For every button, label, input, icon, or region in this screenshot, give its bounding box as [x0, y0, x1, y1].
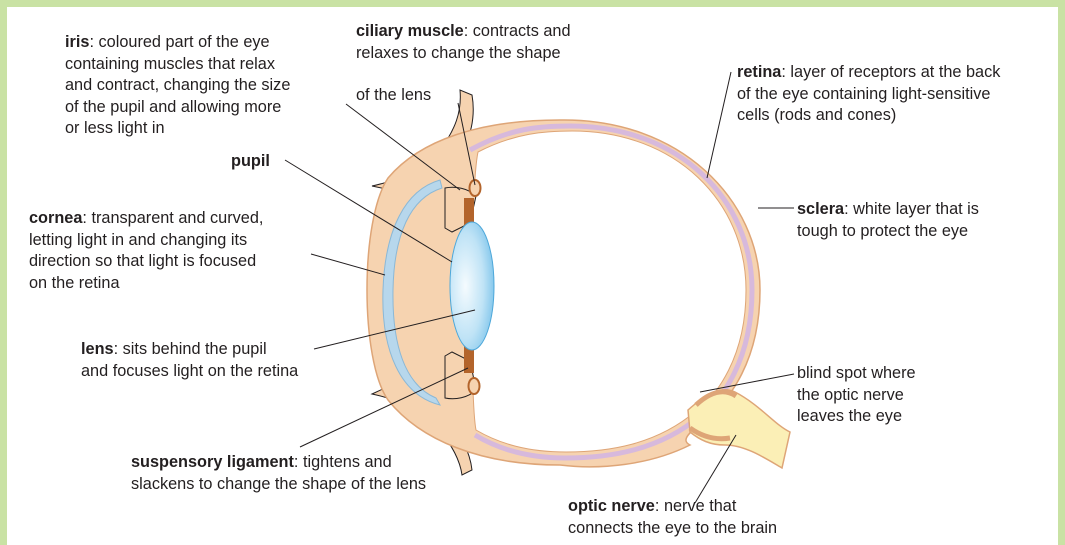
label-sclera-term: sclera — [797, 200, 844, 218]
label-sclera-line-1: white layer that is — [853, 200, 979, 218]
label-iris-term: iris — [65, 33, 89, 51]
label-ciliary-muscle: ciliary muscle: contracts and relaxes to… — [356, 21, 571, 107]
label-retina-line-2: of the eye containing light-sensitive — [737, 84, 1000, 106]
label-cornea-term: cornea — [29, 209, 82, 227]
label-blind-spot: blind spot where the optic nerve leaves … — [797, 363, 916, 428]
label-cornea-line-3: direction so that light is focused — [29, 251, 263, 273]
leader-optic-nerve — [695, 435, 736, 503]
label-iris-line-5: or less light in — [65, 118, 290, 140]
label-lens: lens: sits behind the pupil and focuses … — [81, 339, 298, 382]
label-lens-line-2: and focuses light on the retina — [81, 361, 298, 383]
label-ciliary-term: ciliary muscle — [356, 22, 464, 40]
label-retina-line-1: layer of receptors at the back — [790, 63, 1000, 81]
lens-shape — [450, 222, 494, 350]
label-sclera: sclera: white layer that is tough to pro… — [797, 199, 979, 242]
label-cornea: cornea: transparent and curved, letting … — [29, 208, 263, 294]
label-ciliary-line-2: relaxes to change the shape — [356, 43, 571, 65]
label-ciliary-line-1: contracts and — [473, 22, 571, 40]
label-cornea-line-2: letting light in and changing its — [29, 230, 263, 252]
label-suspensory-line-2: slackens to change the shape of the lens — [131, 474, 426, 496]
label-optic-nerve-line-2: connects the eye to the brain — [568, 518, 777, 540]
label-suspensory-line-1: tightens and — [303, 453, 392, 471]
label-blind-spot-line-2: the optic nerve — [797, 385, 916, 407]
label-iris-line-3: and contract, changing the size — [65, 75, 290, 97]
label-pupil-term: pupil — [231, 152, 270, 170]
label-suspensory-term: suspensory ligament — [131, 453, 294, 471]
label-ciliary-line-3: of the lens — [356, 85, 571, 107]
label-iris-line-1: coloured part of the eye — [99, 33, 270, 51]
label-blind-spot-line-1: blind spot where — [797, 363, 916, 385]
label-iris: iris: coloured part of the eye containin… — [65, 32, 290, 140]
label-lens-term: lens — [81, 340, 114, 358]
label-optic-nerve-line-1: nerve that — [664, 497, 736, 515]
leader-retina — [707, 72, 731, 178]
label-retina: retina: layer of receptors at the back o… — [737, 62, 1000, 127]
label-cornea-line-4: on the retina — [29, 273, 263, 295]
label-retina-line-3: cells (rods and cones) — [737, 105, 1000, 127]
label-sclera-line-2: tough to protect the eye — [797, 221, 979, 243]
ciliary-muscle-bottom-icon — [469, 378, 480, 394]
label-optic-nerve-term: optic nerve — [568, 497, 655, 515]
label-iris-line-4: of the pupil and allowing more — [65, 97, 290, 119]
label-retina-term: retina — [737, 63, 781, 81]
label-cornea-line-1: transparent and curved, — [91, 209, 263, 227]
label-optic-nerve: optic nerve: nerve that connects the eye… — [568, 496, 777, 539]
label-iris-line-2: containing muscles that relax — [65, 54, 290, 76]
label-suspensory-ligament: suspensory ligament: tightens and slacke… — [131, 452, 426, 495]
ciliary-muscle-top-icon — [470, 180, 481, 196]
label-blind-spot-line-3: leaves the eye — [797, 406, 916, 428]
label-lens-line-1: sits behind the pupil — [123, 340, 267, 358]
label-pupil: pupil — [231, 151, 270, 173]
